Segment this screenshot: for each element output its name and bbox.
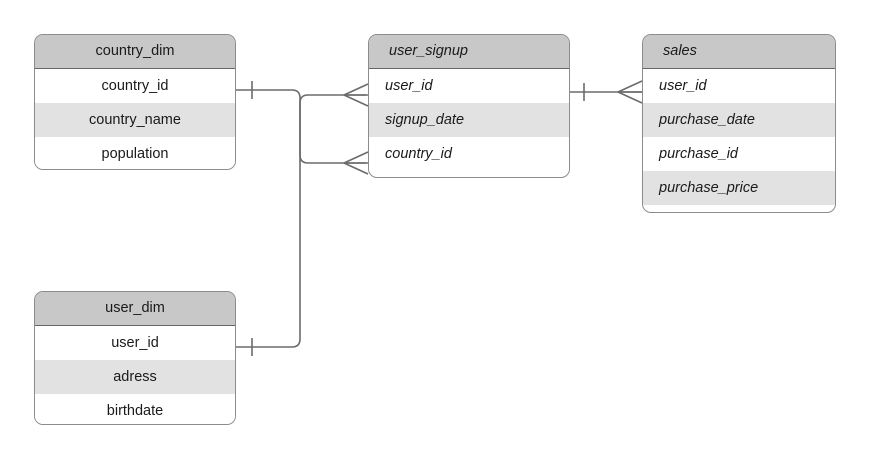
relationship-user-dim-user-signup[interactable] <box>236 83 369 356</box>
cardinality-many-marker-user-signup-user-id <box>343 83 369 107</box>
cardinality-many-marker-user-signup-country-id <box>343 151 369 175</box>
entity-country-dim[interactable]: country_dim country_id country_name popu… <box>34 34 236 170</box>
attribute-row-birthdate[interactable]: birthdate <box>35 394 235 424</box>
attribute-row-country-id[interactable]: country_id <box>35 69 235 103</box>
relationship-user-signup-sales[interactable] <box>570 80 643 104</box>
attribute-row-country-name[interactable]: country_name <box>35 103 235 137</box>
attribute-row-user-dim-user-id[interactable]: user_id <box>35 326 235 360</box>
attribute-row-purchase-id[interactable]: purchase_id <box>643 137 835 171</box>
attribute-row-purchase-price[interactable]: purchase_price <box>643 171 835 205</box>
entity-sales[interactable]: sales user_id purchase_date purchase_id … <box>642 34 836 213</box>
relationship-line-country-dim-user-signup <box>236 89 366 164</box>
entity-title-sales: sales <box>643 35 835 69</box>
attribute-row-purchase-date[interactable]: purchase_date <box>643 103 835 137</box>
entity-title-user-signup: user_signup <box>369 35 569 69</box>
attribute-row-sales-user-id[interactable]: user_id <box>643 69 835 103</box>
relationship-line-user-dim-user-signup <box>236 94 366 348</box>
entity-title-country-dim: country_dim <box>35 35 235 69</box>
attribute-row-signup-date[interactable]: signup_date <box>369 103 569 137</box>
relationship-country-dim-user-signup[interactable] <box>236 81 369 175</box>
attribute-row-population[interactable]: population <box>35 137 235 169</box>
attribute-row-user-signup-user-id[interactable]: user_id <box>369 69 569 103</box>
entity-user-dim[interactable]: user_dim user_id adress birthdate <box>34 291 236 425</box>
attribute-row-adress[interactable]: adress <box>35 360 235 394</box>
attribute-row-user-signup-country-id[interactable]: country_id <box>369 137 569 171</box>
entity-title-user-dim: user_dim <box>35 292 235 326</box>
cardinality-many-marker-sales-user-id <box>617 80 643 104</box>
entity-user-signup[interactable]: user_signup user_id signup_date country_… <box>368 34 570 178</box>
